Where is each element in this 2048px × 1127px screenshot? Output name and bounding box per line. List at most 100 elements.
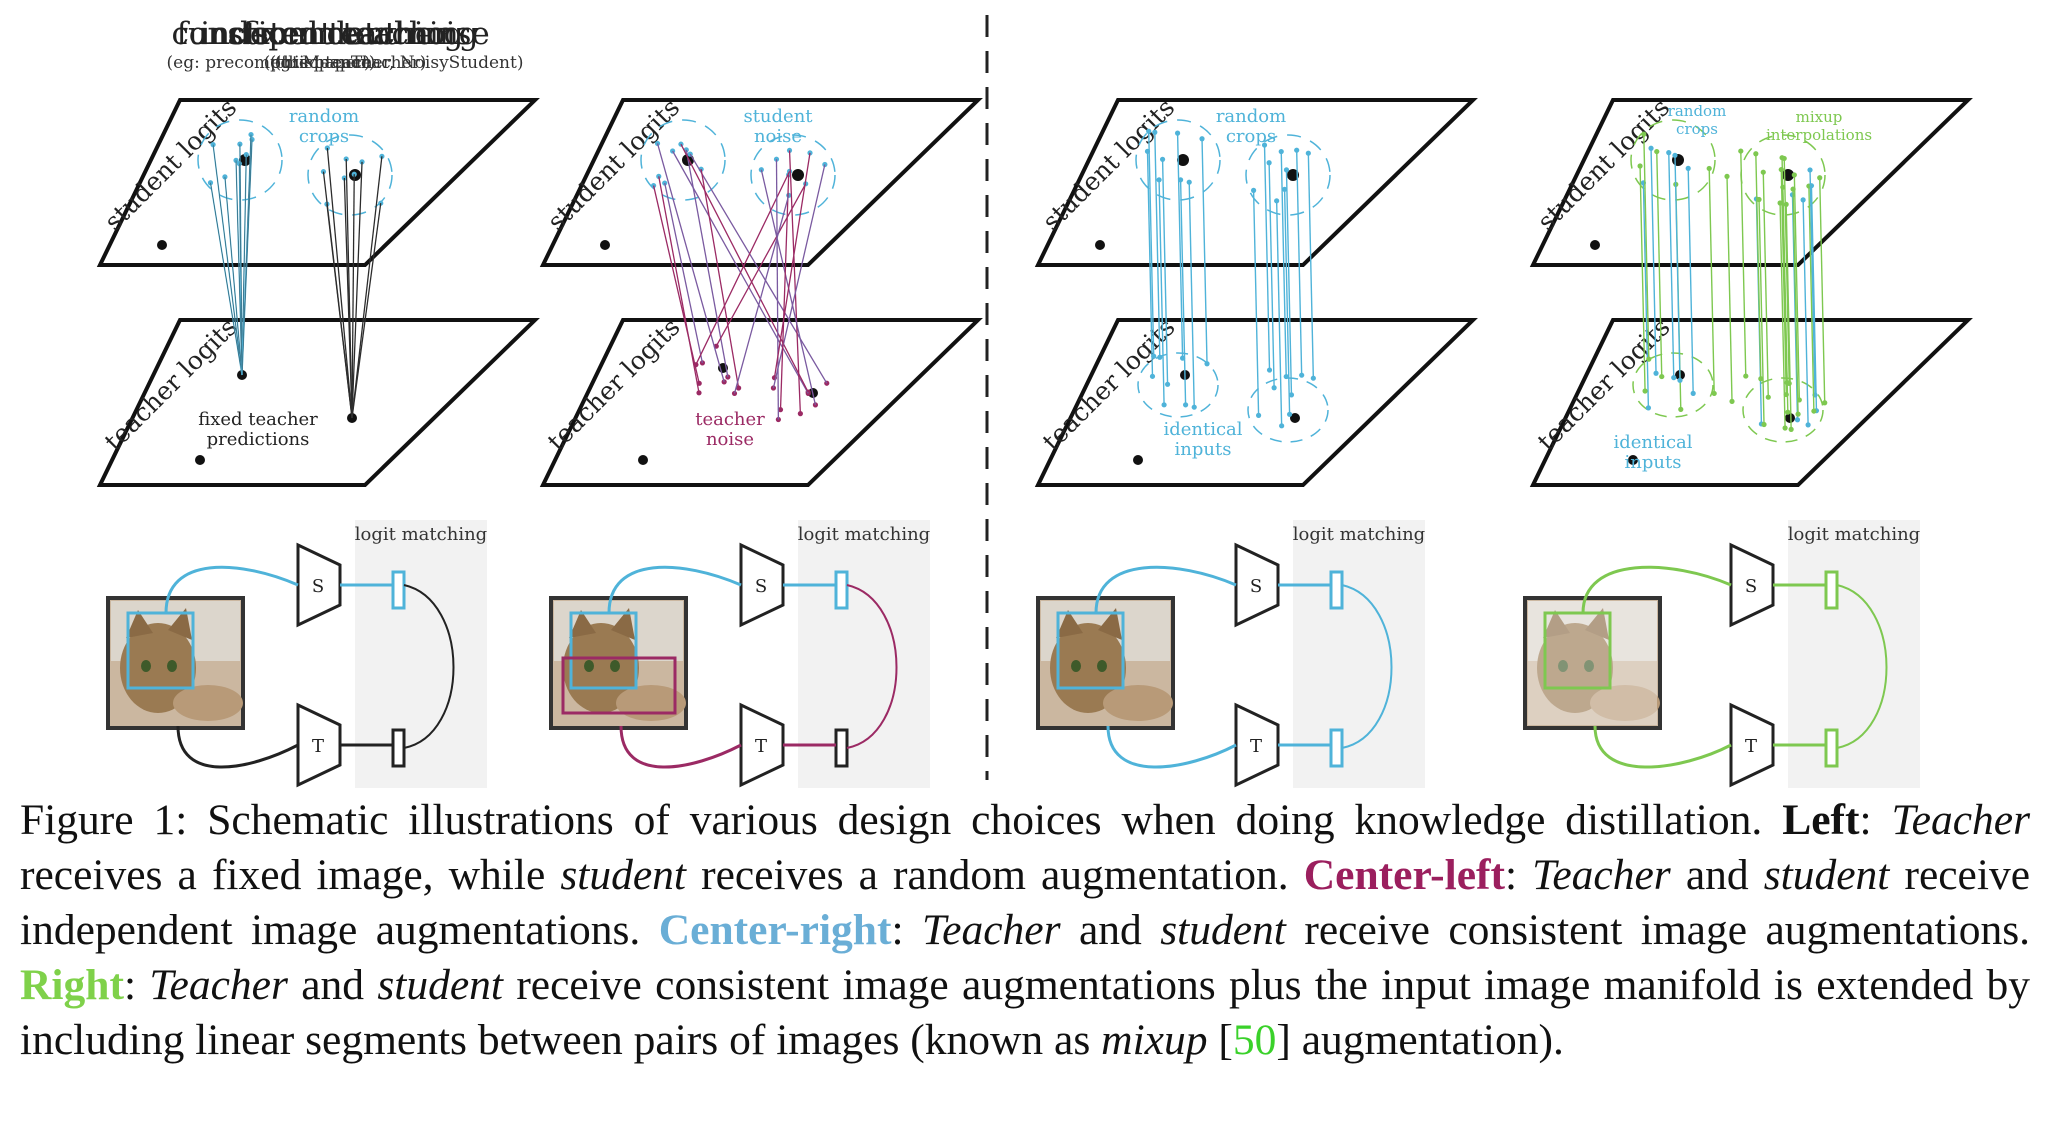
teacher-point — [1765, 394, 1771, 400]
link-line — [1791, 194, 1799, 420]
teacher-point — [1271, 385, 1277, 391]
student-network-label: S — [312, 576, 324, 597]
caption-r-text1: receive consistent image augmentations p… — [20, 961, 2031, 1064]
link-line — [652, 185, 700, 384]
student-axis-label: student logits — [99, 93, 242, 236]
caption-r-and: and — [301, 961, 365, 1009]
student-ref-dot — [600, 240, 610, 250]
teacher-point — [1645, 405, 1652, 411]
matching-arc — [1836, 584, 1888, 749]
teacher-point — [1164, 381, 1171, 387]
crop-cluster-outline — [640, 119, 726, 201]
link-line — [1275, 200, 1283, 426]
student-point — [351, 171, 357, 177]
link-line — [1148, 131, 1155, 357]
cat-image — [106, 596, 245, 730]
cat-eye-left — [584, 660, 594, 672]
link-line — [1176, 133, 1184, 359]
student-axis-label: student logits — [1037, 93, 1180, 236]
teacher-point — [1671, 375, 1677, 381]
cat-ear-right — [611, 608, 635, 640]
student-plane — [1529, 98, 1973, 267]
logit-matching-label: logit matching — [798, 524, 930, 545]
student-network-label: S — [755, 576, 767, 597]
cat-head — [1050, 623, 1126, 713]
teacher-point — [1785, 409, 1791, 415]
link-line — [1755, 153, 1762, 379]
matching-arc — [1341, 584, 1393, 749]
student-point — [1283, 167, 1290, 173]
crop-cluster-outline — [1245, 134, 1331, 216]
student-point — [1250, 187, 1257, 193]
teacher-point — [1653, 370, 1659, 376]
teacher-center-dot — [1785, 413, 1795, 423]
student-point — [1637, 163, 1643, 169]
student-point — [1152, 129, 1158, 135]
link-line — [773, 152, 811, 378]
student-network — [296, 542, 342, 628]
student-annotation-line: random — [1216, 106, 1286, 127]
student-network-label: S — [1250, 576, 1262, 597]
student-point — [822, 161, 828, 168]
teacher-logit-bar — [834, 728, 849, 768]
student-point — [210, 142, 216, 148]
student-ref-dot — [157, 240, 167, 250]
link-line — [715, 183, 807, 347]
student-point — [654, 140, 661, 147]
logit-matching-label: logit matching — [1293, 524, 1425, 545]
link-line-dark — [326, 204, 353, 419]
teacher-point — [1288, 392, 1295, 398]
teacher-point — [1149, 373, 1156, 379]
link-line — [695, 171, 791, 365]
logit-matching-label: logit matching — [355, 524, 487, 545]
logit-matching-box — [1293, 520, 1425, 788]
logit-matching-box — [1788, 520, 1920, 788]
teacher-plane — [96, 318, 540, 487]
teacher-point — [1157, 354, 1163, 360]
teacher-annotation-line: inputs — [1175, 439, 1232, 460]
teacher-point — [1182, 402, 1189, 408]
teacher-network — [1729, 702, 1775, 788]
student-annotation-line: random — [289, 106, 359, 127]
teacher-network-label: T — [755, 736, 767, 757]
figure-caption: Figure 1: Schematic illustrations of var… — [20, 796, 2031, 1064]
student-point — [243, 152, 249, 158]
caption-cl-text: receive independent image augmentations. — [20, 851, 2031, 954]
teacher-point — [1794, 417, 1801, 423]
link-line — [1179, 179, 1187, 405]
link-line — [1201, 138, 1208, 364]
teacher-network-label: T — [1250, 736, 1262, 757]
teacher-input-link — [1106, 725, 1237, 769]
student-input-link — [607, 565, 742, 614]
student-center-dot — [792, 169, 804, 181]
student-point — [1294, 147, 1300, 153]
teacher-annotation-line: fixed teacher — [198, 409, 318, 430]
link-line — [1819, 177, 1826, 403]
link-line-dark — [345, 158, 353, 419]
link-line — [1161, 159, 1169, 385]
teacher-cluster-outline — [1137, 352, 1219, 418]
link-line — [1154, 132, 1161, 358]
panel-subtitle: (this paper) — [275, 53, 376, 73]
link-line-dark — [235, 160, 243, 376]
teacher-point — [1283, 373, 1289, 380]
caption-left-text1: receives a fixed image, while — [20, 851, 546, 899]
link-line — [1656, 151, 1663, 377]
link-line — [733, 195, 790, 394]
caption-r-text2: augmentation). — [1301, 1016, 1564, 1064]
mixup-point — [1756, 196, 1762, 203]
link-line — [1158, 179, 1165, 405]
cat-eye-right — [610, 660, 620, 672]
student-point — [207, 180, 214, 186]
caption-figure-label: Figure 1: — [20, 796, 188, 844]
cat-ear-left — [1543, 610, 1570, 638]
teacher-network — [296, 702, 342, 788]
teacher-input-link — [176, 725, 299, 769]
teacher-point — [1279, 423, 1285, 429]
teacher-network-label: T — [312, 736, 324, 757]
student-network — [1729, 542, 1775, 628]
caption-ref-link[interactable]: 50 — [1232, 1016, 1277, 1064]
teacher-point — [1286, 411, 1293, 417]
cat-body — [1103, 685, 1173, 721]
